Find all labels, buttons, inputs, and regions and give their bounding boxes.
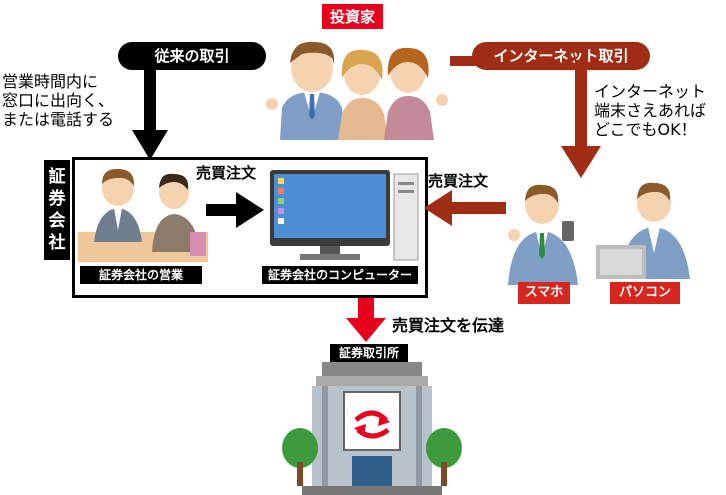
internet-note-line: インターネット — [594, 82, 724, 101]
pc-user-illustration — [596, 175, 706, 285]
investors-illustration — [262, 28, 452, 140]
traditional-note-line: 窓口に出向く、 — [2, 91, 142, 110]
internet-note: インターネット 端末さえあれば どこでもOK！ — [594, 82, 724, 139]
pc-label: パソコン — [610, 282, 680, 304]
firm-vertical-label: 証 券 会 社 — [44, 160, 70, 260]
computer-illustration — [270, 170, 420, 266]
internet-note-line: どこでもOK！ — [594, 120, 724, 139]
order-label-left: 売買注文 — [196, 162, 256, 183]
firm-label-char: 会 — [44, 210, 70, 232]
traditional-note: 営業時間内に 窓口に出向く、 または電話する — [2, 72, 142, 129]
firm-label-char: 社 — [44, 232, 70, 254]
firm-label-char: 券 — [44, 188, 70, 210]
traditional-arrow — [128, 62, 178, 162]
sales-staff-illustration — [78, 162, 208, 262]
transmit-label: 売買注文を伝達 — [392, 312, 504, 336]
traditional-note-line: または電話する — [2, 110, 142, 129]
sales-to-computer-arrow — [206, 192, 266, 228]
internet-note-line: 端末さえあれば — [594, 101, 724, 120]
smartphone-label: スマホ — [518, 282, 570, 304]
sales-caption: 証券会社の営業 — [80, 266, 202, 284]
internet-order-arrow — [424, 190, 506, 226]
traditional-note-line: 営業時間内に — [2, 72, 142, 91]
stock-exchange-building — [282, 362, 462, 495]
investor-to-internet-line — [450, 55, 480, 67]
smartphone-user-illustration — [500, 175, 588, 285]
investor-label: 投資家 — [322, 4, 383, 29]
computer-caption: 証券会社のコンピューター — [262, 266, 418, 284]
transmit-arrow — [346, 298, 386, 342]
firm-label-char: 証 — [44, 166, 70, 188]
exchange-label: 証券取引所 — [330, 344, 408, 362]
order-label-right: 売買注文 — [428, 170, 488, 191]
